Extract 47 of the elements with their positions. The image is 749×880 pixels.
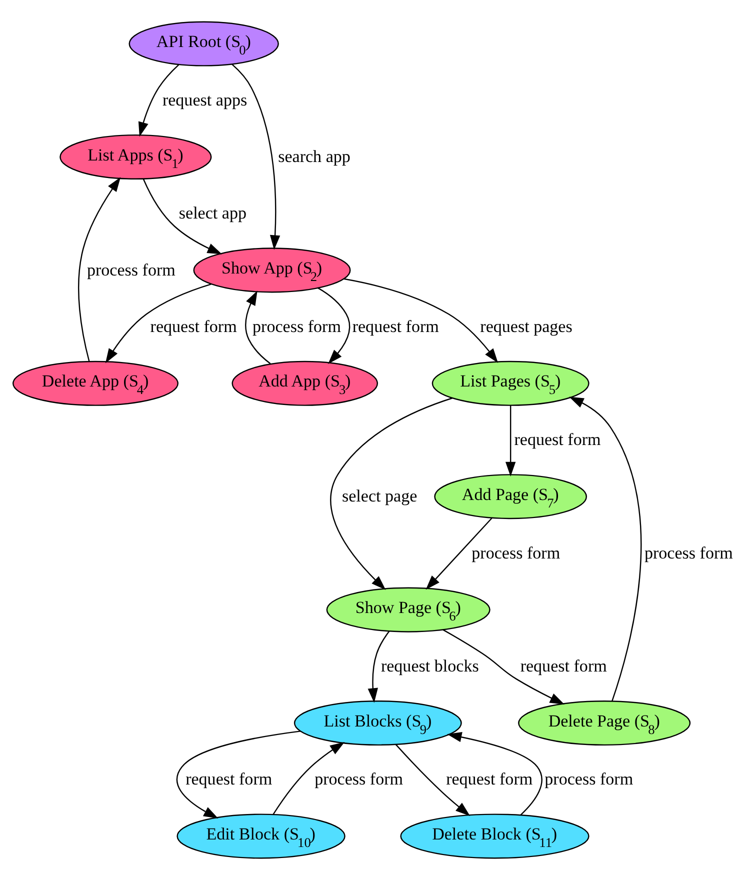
edge-label: process form [86,260,176,280]
arrow [442,629,565,704]
node-ellipse: Show App (S$_{2}$) [193,248,351,293]
node-ellipse: Delete App (S$_{4}$) [12,360,178,406]
edge-label: request blocks [380,656,479,676]
arrow [142,178,222,254]
node-ellipse: List Pages (S$_{5}$) [432,360,590,406]
edge-label: request apps [162,90,248,110]
arrow [426,518,492,590]
edge-label: process form [314,770,404,789]
node-ellipse: Add Page (S$_{7}$) [434,474,588,520]
node-ellipse: List Apps (S$_{1}$) [60,134,212,180]
node-ellipse: Show Page (S$_{6}$) [326,587,490,632]
edge-label: request form [186,770,272,789]
edge-label: process form [544,770,634,789]
edge-label: request form [514,430,601,450]
node-ellipse: Add App (S$_{3}$) [232,360,378,406]
node-ellipse: API Root (S$_{0}$) [128,21,279,66]
arrow [368,630,390,703]
node-ellipse: Edit Block (S$_{10}$) [176,814,346,859]
arrow [105,284,212,364]
arrow [344,278,498,363]
arrow [245,290,271,364]
arrow [232,64,280,250]
arrow [176,730,301,818]
arrow [330,398,452,590]
edge-label: request form [352,316,439,336]
arrow [395,744,470,816]
arrow [447,732,542,816]
node-ellipse: Delete Page (S$_{8}$) [518,700,691,746]
edge-label: request pages [480,316,572,336]
arrow [505,405,516,476]
arrow [138,64,180,137]
edge-label: request form [150,316,237,336]
edge-label: process form [644,543,733,562]
arrow [272,742,345,815]
edge-label: request form [520,656,607,676]
arrow [318,287,350,364]
edge-label: process form [252,316,341,336]
node-ellipse: Delete Block (S$_{11}$) [400,814,590,859]
edge-label: search app [278,147,350,166]
arrow [78,177,121,362]
edge-label: process form [472,543,560,562]
edge-label: select page [342,486,418,506]
arrow [569,396,642,702]
edge-label: select app [178,204,247,223]
edge-label: request form [446,770,533,789]
